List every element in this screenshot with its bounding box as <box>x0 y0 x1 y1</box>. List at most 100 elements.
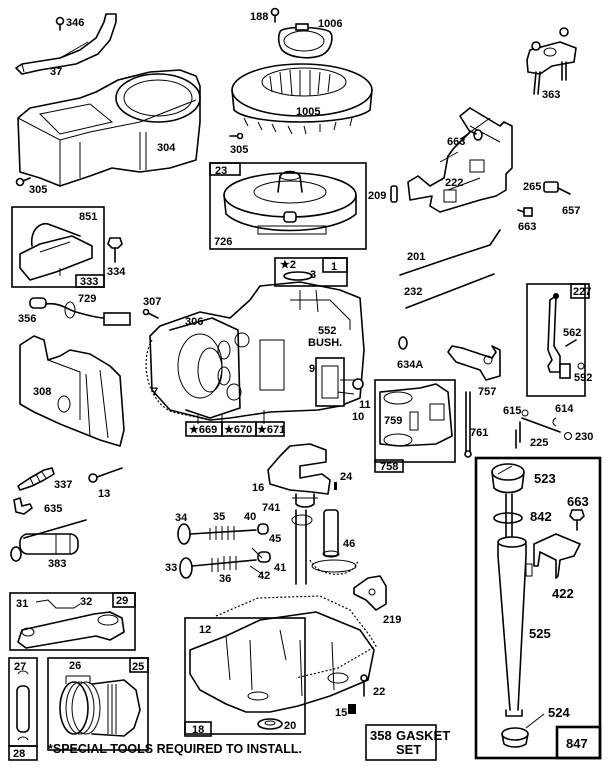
part-label-663c: 663 <box>567 494 589 509</box>
part-label-729: 729 <box>78 293 96 305</box>
part-label-31: 31 <box>16 598 28 610</box>
part-label-42: 42 <box>258 570 270 582</box>
alternator-part <box>223 170 357 235</box>
part-label-28: 28 <box>13 748 25 760</box>
part-label-25: 25 <box>132 661 144 673</box>
part-label-305b: 305 <box>230 144 248 156</box>
part-label-758: 758 <box>380 461 398 473</box>
part-label-209: 209 <box>368 190 386 202</box>
part-label-24: 24 <box>340 471 353 483</box>
kit-box-333-tag <box>75 274 105 288</box>
part-label-663b: 663 <box>518 221 536 233</box>
dipstick-tube-part <box>497 536 533 717</box>
bolt-icon <box>517 207 533 217</box>
part-label-741: 741 <box>262 502 280 514</box>
part-label-635: 635 <box>44 503 62 515</box>
gasket-set-box <box>365 724 437 761</box>
kit-box-28 <box>8 745 38 761</box>
part-label-304: 304 <box>157 142 176 154</box>
part-label-523: 523 <box>534 471 556 486</box>
part-label-552: 552 <box>318 325 336 337</box>
part-label-27: 27 <box>14 661 26 673</box>
part-label-669: ★669 <box>189 424 217 436</box>
kit-box-227-tag <box>570 283 590 299</box>
seal-part <box>283 271 313 281</box>
kit-box-29 <box>9 592 136 651</box>
bracket-part <box>526 27 577 95</box>
part-label-337: 337 <box>54 479 72 491</box>
part-label-10: 10 <box>352 411 364 423</box>
intake-valve-part <box>177 523 269 545</box>
part-label-32: 32 <box>80 596 92 608</box>
o-ring-part <box>493 512 523 524</box>
part-label-9: 9 <box>309 363 315 375</box>
screw-icon <box>565 339 577 347</box>
special-tools-note: *SPECIAL TOOLS REQUIRED TO INSTALL. <box>48 742 302 756</box>
part-label-308: 308 <box>33 386 51 398</box>
special-tools-labels: ★669 ★670 ★671 <box>185 421 285 437</box>
kit-box-25 <box>47 657 149 751</box>
pushrod-part <box>464 391 472 458</box>
part-label-761: 761 <box>470 427 488 439</box>
governor-lever-part <box>547 293 571 379</box>
part-label-11: 11 <box>359 399 371 411</box>
part-label-227: 227 <box>573 286 591 298</box>
camshaft-part <box>309 509 359 575</box>
part-label-757: 757 <box>478 386 496 398</box>
air-guide-part <box>15 13 117 75</box>
part-label-306: 306 <box>185 316 203 328</box>
part-label-525: 525 <box>529 626 551 641</box>
part-label-188: 188 <box>250 11 268 23</box>
control-bracket-part <box>407 107 513 213</box>
part-label-36: 36 <box>219 573 231 585</box>
part-label-225: 225 <box>530 437 548 449</box>
part-label-15: 15 <box>335 707 347 719</box>
part-label-219: 219 <box>383 614 401 626</box>
part-label-1: 1 <box>331 261 337 273</box>
part-label-524: 524 <box>548 705 570 720</box>
cylinder-block-part <box>145 281 365 421</box>
armature-part <box>19 222 93 281</box>
link-rod-232 <box>405 273 495 309</box>
kit-box-29-tag <box>112 592 136 608</box>
part-label-307: 307 <box>143 296 161 308</box>
crankcase-cover-part <box>189 595 377 713</box>
kit-box-1-tag <box>322 257 348 273</box>
elbow-fitting-part <box>13 497 33 515</box>
part-label-842: 842 <box>530 509 552 524</box>
tube-seal-part <box>501 713 545 748</box>
governor-bracket-part <box>353 575 387 611</box>
part-label-12: 12 <box>199 624 211 636</box>
part-label-20: 20 <box>284 720 296 732</box>
part-label-41: 41 <box>274 562 286 574</box>
key-icon <box>334 482 337 490</box>
part-label-657: 657 <box>562 205 580 217</box>
kit-box-333 <box>11 206 105 288</box>
part-label-34: 34 <box>175 512 188 524</box>
part-label-726: 726 <box>214 236 232 248</box>
part-label-23: 23 <box>215 165 227 177</box>
part-label-37: 37 <box>50 66 62 78</box>
spark-plug-wire-part <box>29 297 131 326</box>
starter-cup-part <box>277 23 333 59</box>
dipstick-cap-part <box>491 463 525 541</box>
blower-housing-part <box>17 69 201 187</box>
rocker-shaft-part <box>379 383 453 447</box>
gasket-set-line1: GASKET <box>396 728 450 743</box>
part-label-222: 222 <box>445 177 463 189</box>
part-label-670: ★670 <box>224 424 252 436</box>
part-label-26: 26 <box>69 660 81 672</box>
part-label-383: 383 <box>48 558 66 570</box>
part-label-334: 334 <box>107 266 126 278</box>
part-label-201: 201 <box>407 251 425 263</box>
kit-box-18 <box>184 617 306 735</box>
bolt-icon <box>360 674 368 697</box>
kit-box-758-tag <box>374 459 404 473</box>
part-label-663a: 663 <box>447 136 465 148</box>
governor-shaft-part <box>515 409 572 449</box>
part-label-18: 18 <box>192 724 204 736</box>
bolt-icon <box>107 237 123 263</box>
part-label-45: 45 <box>269 533 281 545</box>
crankshaft-part <box>267 443 331 585</box>
